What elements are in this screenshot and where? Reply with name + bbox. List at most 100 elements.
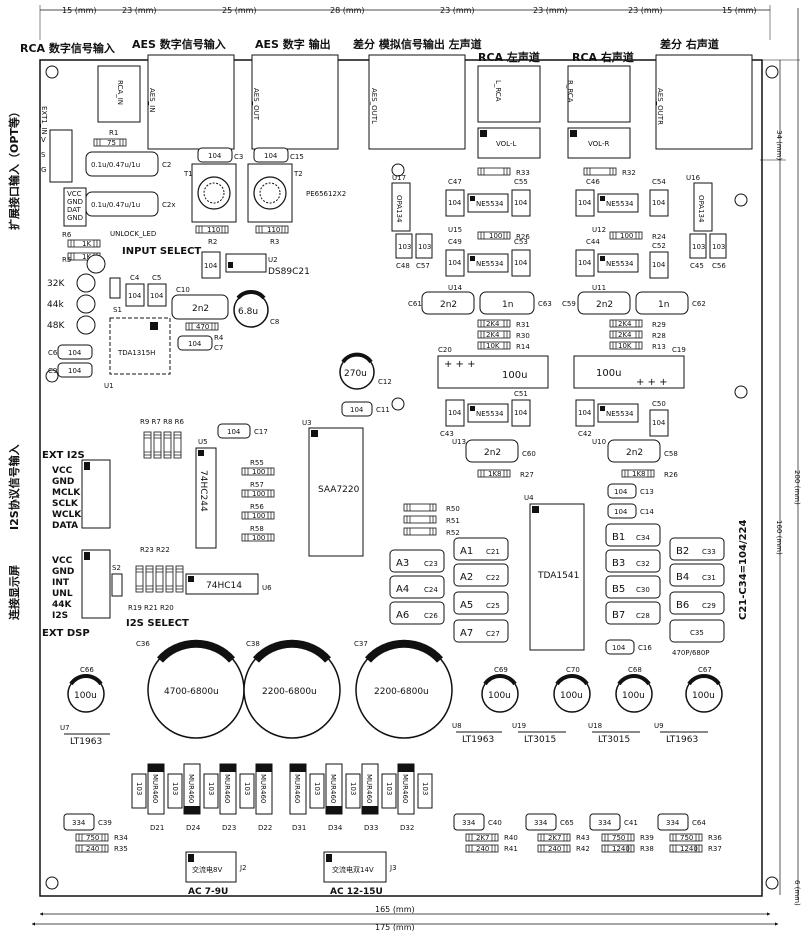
svg-text:V: V xyxy=(41,136,46,144)
svg-text:1n: 1n xyxy=(658,300,669,310)
svg-text:U13: U13 xyxy=(452,438,466,446)
svg-text:100: 100 xyxy=(252,534,265,542)
svg-text:NE5534: NE5534 xyxy=(476,410,504,418)
svg-text:U11: U11 xyxy=(592,284,606,292)
svg-text:C15: C15 xyxy=(290,153,304,161)
svg-text:C22: C22 xyxy=(486,574,500,582)
c12-electrolytic: 270u C12 xyxy=(339,352,392,390)
svg-text:C6: C6 xyxy=(48,349,58,357)
svg-text:C48: C48 xyxy=(396,262,410,270)
svg-text:U17: U17 xyxy=(392,174,406,182)
svg-text:A6: A6 xyxy=(396,610,409,621)
svg-text:C63: C63 xyxy=(538,300,552,308)
header-diff-right: 差分 右声道 xyxy=(660,37,719,51)
svg-text:NE5534: NE5534 xyxy=(476,200,504,208)
svg-text:NE5534: NE5534 xyxy=(476,260,504,268)
svg-text:C37: C37 xyxy=(354,640,368,648)
svg-text:MUR460: MUR460 xyxy=(329,774,337,803)
connector-aes-in: AES_IN xyxy=(147,54,235,150)
dsp-pin-int: INT xyxy=(52,578,70,588)
svg-text:B6: B6 xyxy=(676,600,689,611)
opa134-left: OPA134 U17 xyxy=(391,174,411,232)
connector-ext1: EXT1_IN VSG VCC GND DAT GND xyxy=(40,106,87,227)
svg-text:240: 240 xyxy=(548,845,561,853)
svg-text:C38: C38 xyxy=(246,640,260,648)
svg-text:100u: 100u xyxy=(488,691,511,701)
svg-text:C52: C52 xyxy=(652,242,666,250)
svg-text:C17: C17 xyxy=(254,428,268,436)
svg-text:2200-6800u: 2200-6800u xyxy=(374,687,429,697)
svg-text:104: 104 xyxy=(612,644,626,652)
svg-text:R_RCA: R_RCA xyxy=(566,80,574,103)
i2s-pin-data: DATA xyxy=(52,521,78,531)
svg-text:334: 334 xyxy=(462,819,476,827)
svg-text:104: 104 xyxy=(514,409,528,417)
svg-text:+ + +: + + + xyxy=(444,359,476,370)
ext-pin-gnd2: GND xyxy=(67,214,83,222)
r19-r23-vertical: R23 R22 R19 R21 R20 xyxy=(128,546,184,612)
svg-text:C10: C10 xyxy=(176,286,190,294)
dim-top-4: 28 (mm) xyxy=(330,6,365,15)
svg-text:AES_OUT: AES_OUT xyxy=(252,88,260,121)
svg-text:TDA1315H: TDA1315H xyxy=(117,349,155,357)
svg-text:100: 100 xyxy=(252,512,265,520)
svg-text:100: 100 xyxy=(252,468,265,476)
svg-text:48K: 48K xyxy=(47,321,65,331)
svg-text:104: 104 xyxy=(350,406,364,414)
svg-text:MUR460: MUR460 xyxy=(259,774,267,803)
svg-text:交流电双14V: 交流电双14V xyxy=(332,865,374,874)
svg-text:OPA134: OPA134 xyxy=(395,195,403,223)
label-i2s-select: I2S SELECT xyxy=(126,618,189,629)
header-aes-digital-out: AES 数字 输出 xyxy=(255,37,331,51)
r6-r9-vertical: R9 R7 R8 R6 xyxy=(140,418,184,459)
svg-text:MUR460: MUR460 xyxy=(223,774,231,803)
svg-text:AES_OUTR: AES_OUTR xyxy=(656,88,664,125)
svg-text:C8: C8 xyxy=(270,318,279,326)
svg-text:1K8: 1K8 xyxy=(632,470,646,478)
c68-100u: 100u C68 xyxy=(615,666,653,713)
opa134-right: OPA134 U16 xyxy=(686,174,713,232)
svg-text:104: 104 xyxy=(227,428,241,436)
svg-text:TDA1541: TDA1541 xyxy=(537,571,579,581)
svg-text:NE5534: NE5534 xyxy=(606,200,634,208)
label-ac-12-15v: AC 12-15U xyxy=(330,887,383,897)
dim-top-1: 15 (mm) xyxy=(62,6,97,15)
svg-text:2n2: 2n2 xyxy=(484,448,501,458)
svg-text:74HC244: 74HC244 xyxy=(198,470,208,512)
ext-pin-vcc: VCC xyxy=(67,190,82,198)
c37-electrolytic: 2200-6800u C37 xyxy=(354,639,453,739)
c3-c15: 104 C3 104 C15 xyxy=(197,147,304,163)
svg-text:MUR460: MUR460 xyxy=(365,774,373,803)
svg-text:J2: J2 xyxy=(239,864,247,872)
dim-top-7: 23 (mm) xyxy=(628,6,663,15)
svg-text:C28: C28 xyxy=(636,612,650,620)
svg-text:104: 104 xyxy=(448,199,462,207)
svg-text:C70: C70 xyxy=(566,666,580,674)
svg-text:103: 103 xyxy=(207,782,215,795)
svg-text:A1: A1 xyxy=(460,546,473,557)
svg-text:C35: C35 xyxy=(690,629,704,637)
svg-text:U10: U10 xyxy=(592,438,606,446)
connector-j3-ac: 交流电双14V J3 AC 12-15U xyxy=(323,851,397,897)
svg-text:D34: D34 xyxy=(328,824,343,832)
svg-text:1K8: 1K8 xyxy=(488,470,502,478)
svg-text:C66: C66 xyxy=(80,666,94,674)
i2s-pin-gnd: GND xyxy=(52,477,74,487)
r4-470: 470 R4 xyxy=(185,322,224,342)
lt1963-u7: U7 LT1963 xyxy=(60,724,110,747)
svg-text:EXT1_IN: EXT1_IN xyxy=(40,106,48,135)
svg-text:U5: U5 xyxy=(198,438,208,446)
label-ext-dsp: EXT DSP xyxy=(42,628,90,639)
svg-text:C20: C20 xyxy=(438,346,452,354)
svg-text:R43: R43 xyxy=(576,834,590,842)
svg-text:32K: 32K xyxy=(47,279,65,289)
svg-text:U18: U18 xyxy=(588,722,602,730)
